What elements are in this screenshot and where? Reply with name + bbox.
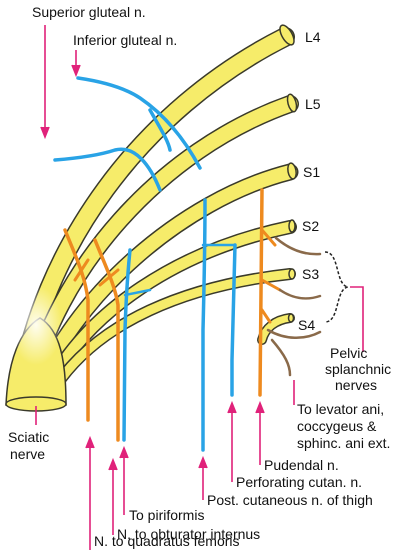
labels: Superior gluteal n. Inferior gluteal n. …	[8, 4, 395, 549]
label-sciatic: Sciatic nerve	[8, 429, 53, 462]
label-s4: S4	[298, 317, 315, 333]
splanchnic-s3	[278, 288, 322, 300]
label-pelvic-splanchnic: Pelvic splanchnic nerves	[325, 345, 395, 393]
superior-gluteal-branch	[53, 147, 162, 192]
splanchnic-brace	[324, 251, 349, 323]
orange-branches	[63, 188, 282, 442]
nerve-roots	[10, 24, 299, 405]
sciatic-trunk	[5, 285, 67, 412]
to-piriformis-branch	[122, 248, 132, 442]
label-s1: S1	[303, 164, 320, 180]
blue-branches	[53, 76, 237, 452]
pudendal-branch	[258, 188, 264, 397]
label-inferior-gluteal: Inferior gluteal n.	[73, 32, 177, 48]
label-post-cutaneous: Post. cutaneous n. of thigh	[207, 492, 373, 508]
levator-ani-branch	[270, 338, 292, 377]
l4-cut-end	[279, 24, 295, 46]
label-perforating-cutan: Perforating cutan. n.	[236, 474, 362, 490]
label-obturator-internus: N. to obturator internus	[117, 526, 260, 542]
s3-cut-end	[288, 268, 296, 280]
label-quadratus-femoris: N. to quadratus femoris	[94, 533, 240, 549]
splanchnic-leader	[350, 286, 364, 352]
label-s2: S2	[302, 218, 319, 234]
leader-lines	[35, 25, 364, 550]
inferior-gluteal-branch	[76, 76, 202, 170]
pelvic-splanchnic-branches	[266, 236, 322, 377]
perforating-cutan-branch	[230, 243, 237, 397]
label-superior-gluteal: Superior gluteal n.	[32, 4, 146, 20]
s2-cut-end	[288, 219, 296, 233]
l5-cut-end	[286, 93, 298, 113]
label-levator-ani: To levator ani, coccygeus & sphinc. ani …	[297, 401, 390, 451]
splanchnic-s2	[274, 236, 322, 256]
post-cutaneous-branch	[201, 198, 207, 452]
s1-cut-end	[287, 162, 297, 180]
label-l4: L4	[305, 29, 321, 45]
label-l5: L5	[305, 96, 321, 112]
splanchnic-s4	[266, 328, 322, 339]
s4-cut-end	[287, 313, 295, 323]
label-piriformis: To piriformis	[129, 507, 204, 523]
quadratus-femoris-branch	[63, 228, 90, 422]
label-s3: S3	[302, 266, 319, 282]
s1-gluteal-link	[148, 108, 172, 152]
label-pudendal: Pudendal n.	[264, 457, 339, 473]
